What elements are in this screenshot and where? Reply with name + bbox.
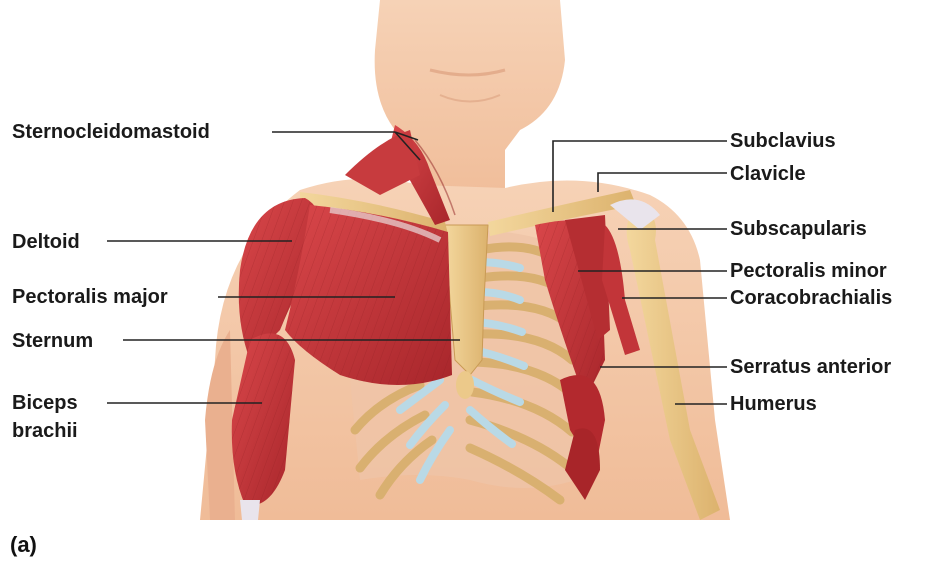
- panel-label: (a): [10, 532, 37, 558]
- label-pectoralis-minor: Pectoralis minor: [730, 260, 887, 282]
- label-coracobrachialis: Coracobrachialis: [730, 287, 892, 309]
- label-biceps-line1: Biceps: [12, 392, 78, 414]
- label-deltoid: Deltoid: [12, 231, 80, 253]
- label-humerus: Humerus: [730, 393, 817, 415]
- label-pectoralis-major: Pectoralis major: [12, 286, 168, 308]
- label-subscapularis: Subscapularis: [730, 218, 867, 240]
- label-sternocleidomastoid: Sternocleidomastoid: [12, 121, 210, 143]
- label-biceps-line2: brachii: [12, 420, 78, 442]
- label-subclavius: Subclavius: [730, 130, 836, 152]
- label-serratus-anterior: Serratus anterior: [730, 356, 891, 378]
- label-sternum: Sternum: [12, 330, 93, 352]
- label-clavicle: Clavicle: [730, 163, 806, 185]
